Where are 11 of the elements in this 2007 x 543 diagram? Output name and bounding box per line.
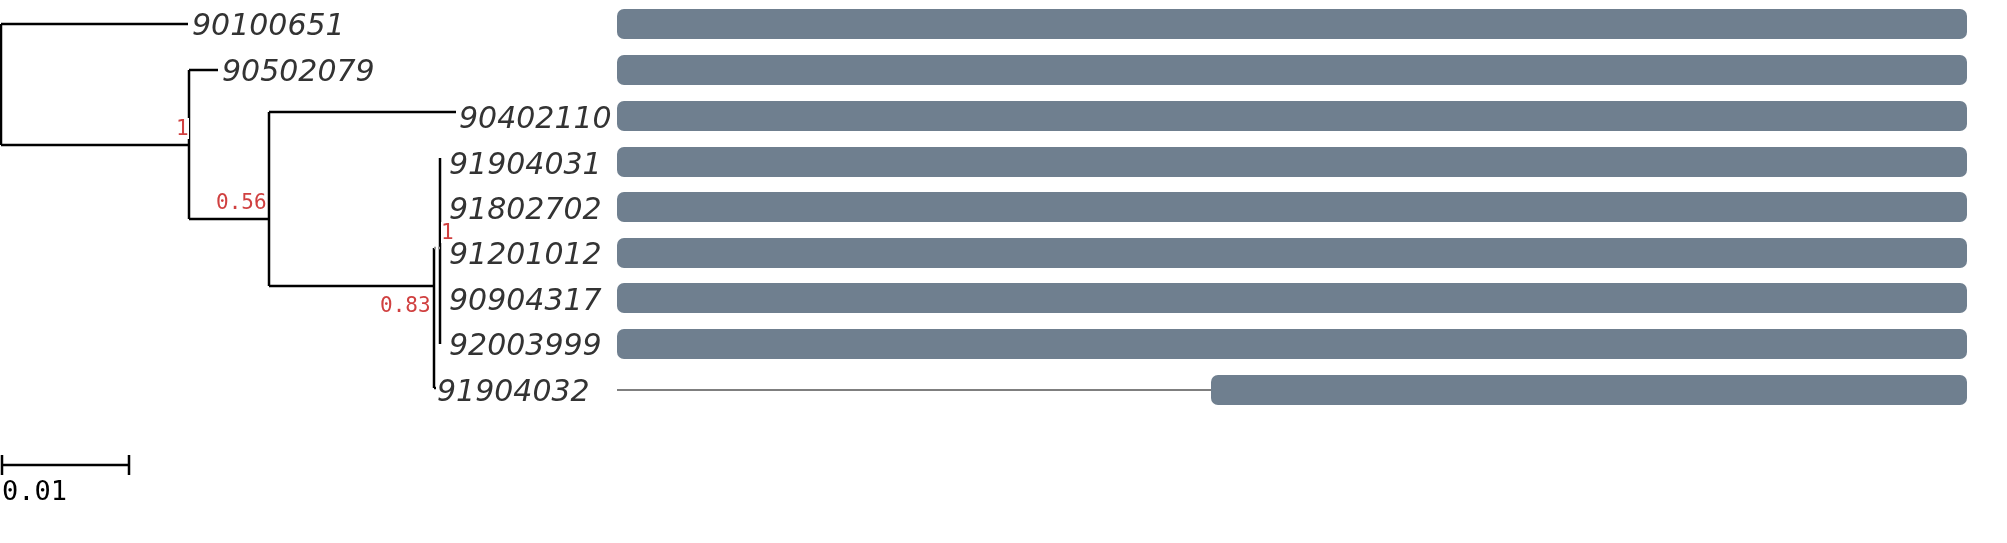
support-value: 1 — [176, 118, 189, 139]
taxon-label: 90402110 — [459, 103, 612, 133]
taxon-label: 90502079 — [222, 56, 375, 86]
taxon-label: 90100651 — [192, 10, 345, 40]
taxon-label: 91904031 — [449, 149, 602, 179]
scale-label: 0.01 — [2, 477, 68, 504]
taxon-label: 91904032 — [437, 376, 590, 406]
taxon-label: 92003999 — [449, 330, 602, 360]
support-value: 1 — [441, 222, 454, 243]
taxon-label: 91802702 — [449, 194, 602, 224]
taxon-label: 90904317 — [449, 285, 602, 315]
